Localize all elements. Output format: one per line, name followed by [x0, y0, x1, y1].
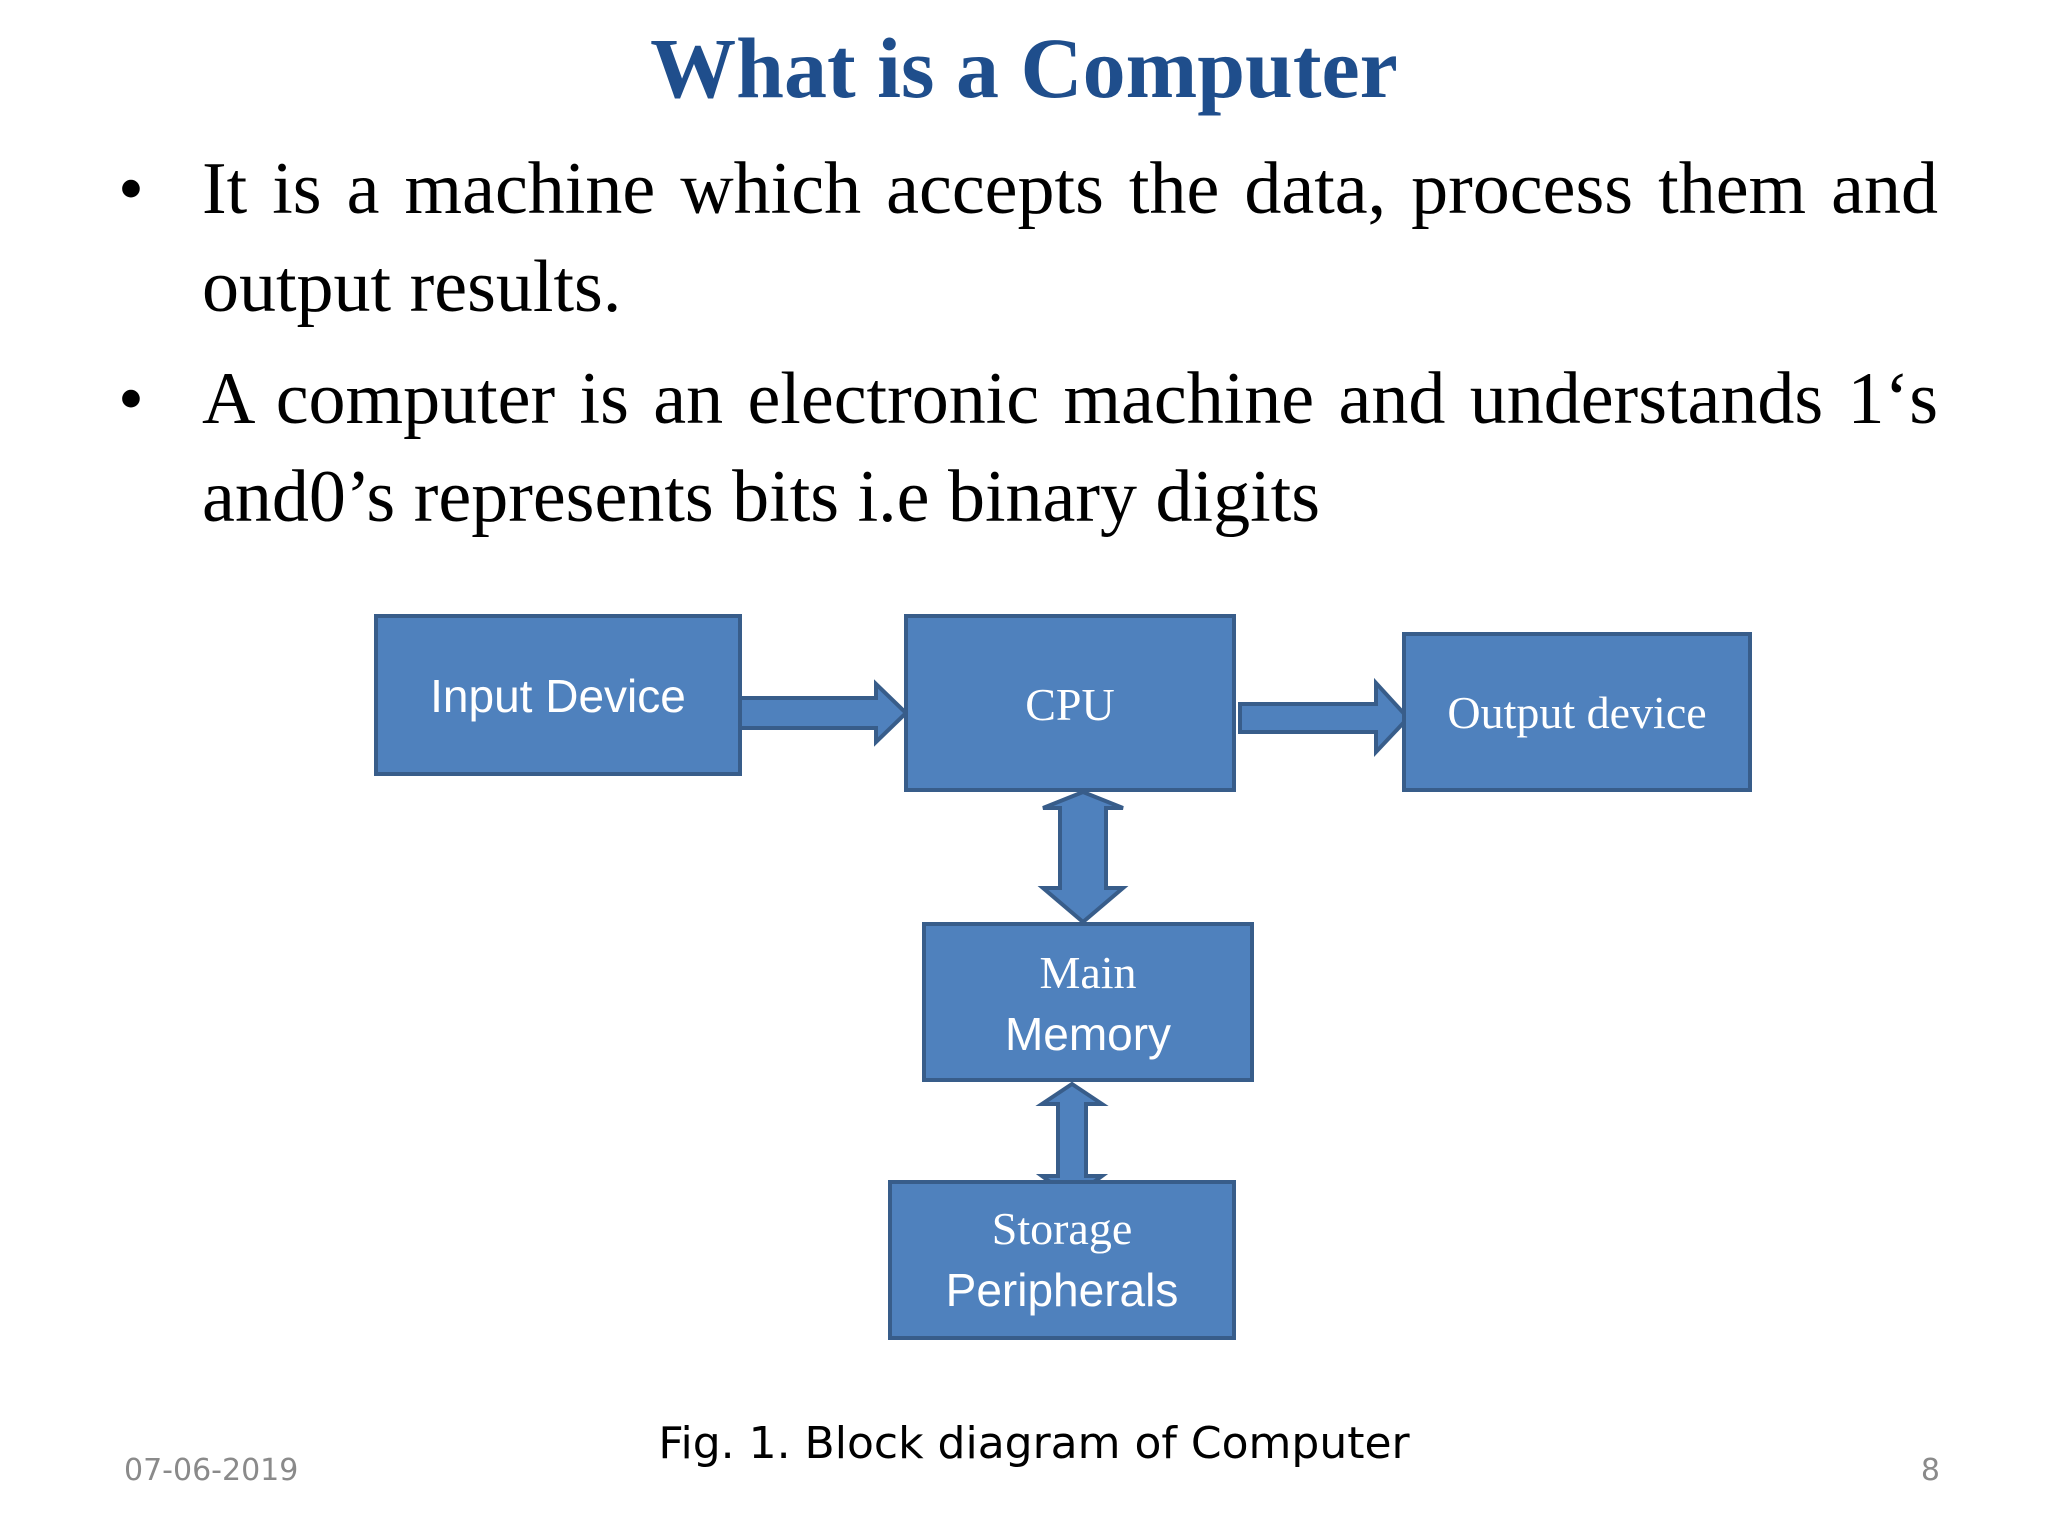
bullet-text-1: It is a machine which accepts the data, … — [202, 148, 1938, 328]
bullet-text-2: A computer is an electronic machine and … — [202, 358, 1938, 538]
output-device-box — [1402, 632, 1752, 792]
output-device-label: Output device — [1447, 687, 1706, 738]
storage-peripherals-box — [888, 1180, 1236, 1340]
storage-label-line2: Peripherals — [946, 1264, 1179, 1316]
cpu-label: CPU — [1025, 679, 1114, 730]
bullet-item-2: • A computer is an electronic machine an… — [118, 350, 1938, 546]
bullet-list: • It is a machine which accepts the data… — [118, 140, 1938, 560]
figure-caption: Fig. 1. Block diagram of Computer — [658, 1418, 1410, 1469]
main-memory-box — [922, 922, 1254, 1082]
input-device-label: Input Device — [430, 670, 686, 722]
cpu-box — [904, 614, 1236, 792]
arrow-cpu-memory — [1037, 789, 1129, 925]
arrow-input-to-cpu — [738, 679, 909, 747]
page-number: 8 — [1920, 1453, 1940, 1488]
bullet-dot-icon: • — [118, 148, 144, 230]
footer-date: 07-06-2019 — [124, 1453, 299, 1488]
input-device-box — [374, 614, 742, 776]
main-memory-label-line2: Memory — [1005, 1008, 1171, 1060]
slide-title: What is a Computer — [650, 20, 1398, 116]
storage-label-line1: Storage — [992, 1203, 1133, 1254]
arrow-cpu-to-output — [1238, 677, 1411, 758]
bullet-dot-icon: • — [118, 358, 144, 440]
bullet-item-1: • It is a machine which accepts the data… — [118, 140, 1938, 336]
main-memory-label-line1: Main — [1039, 947, 1136, 998]
